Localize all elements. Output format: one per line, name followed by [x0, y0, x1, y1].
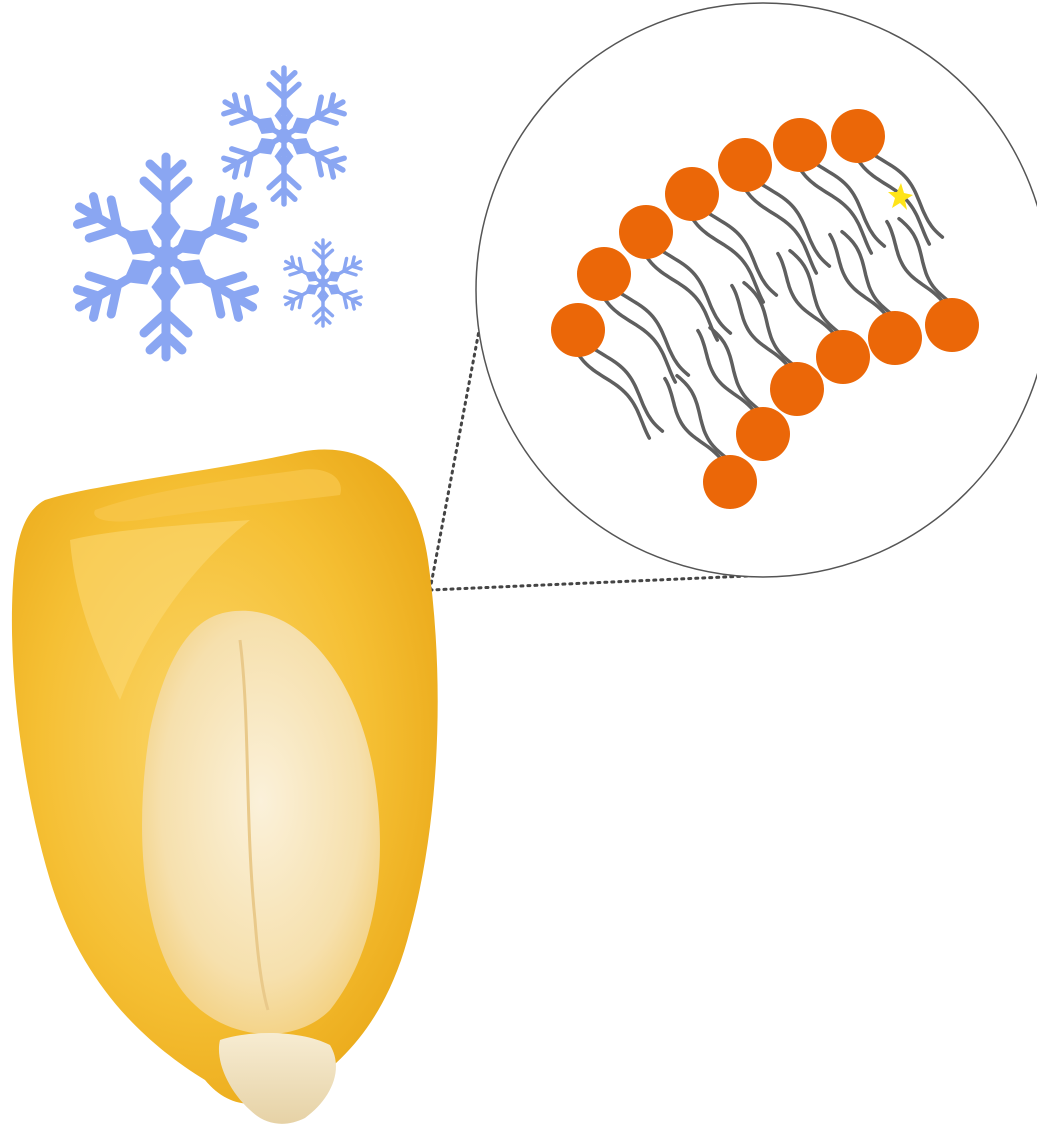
snowflake-icon [281, 240, 365, 326]
lipid-head [831, 109, 885, 163]
lipid-head [773, 118, 827, 172]
lipid-head [816, 330, 870, 384]
kernel-tip [219, 1033, 336, 1124]
lipid-head [925, 298, 979, 352]
snowflake-icon [218, 68, 351, 204]
lipid-head [736, 407, 790, 461]
lipid-head [619, 205, 673, 259]
lipid-head [703, 455, 757, 509]
corn-kernel-illustration [12, 449, 438, 1123]
lipid-head [551, 303, 605, 357]
lipid-head [665, 167, 719, 221]
lipid-head [770, 362, 824, 416]
lipid-head [868, 311, 922, 365]
lipid-head [718, 138, 772, 192]
lipid-head [577, 247, 631, 301]
snowflake-icon [68, 157, 263, 357]
